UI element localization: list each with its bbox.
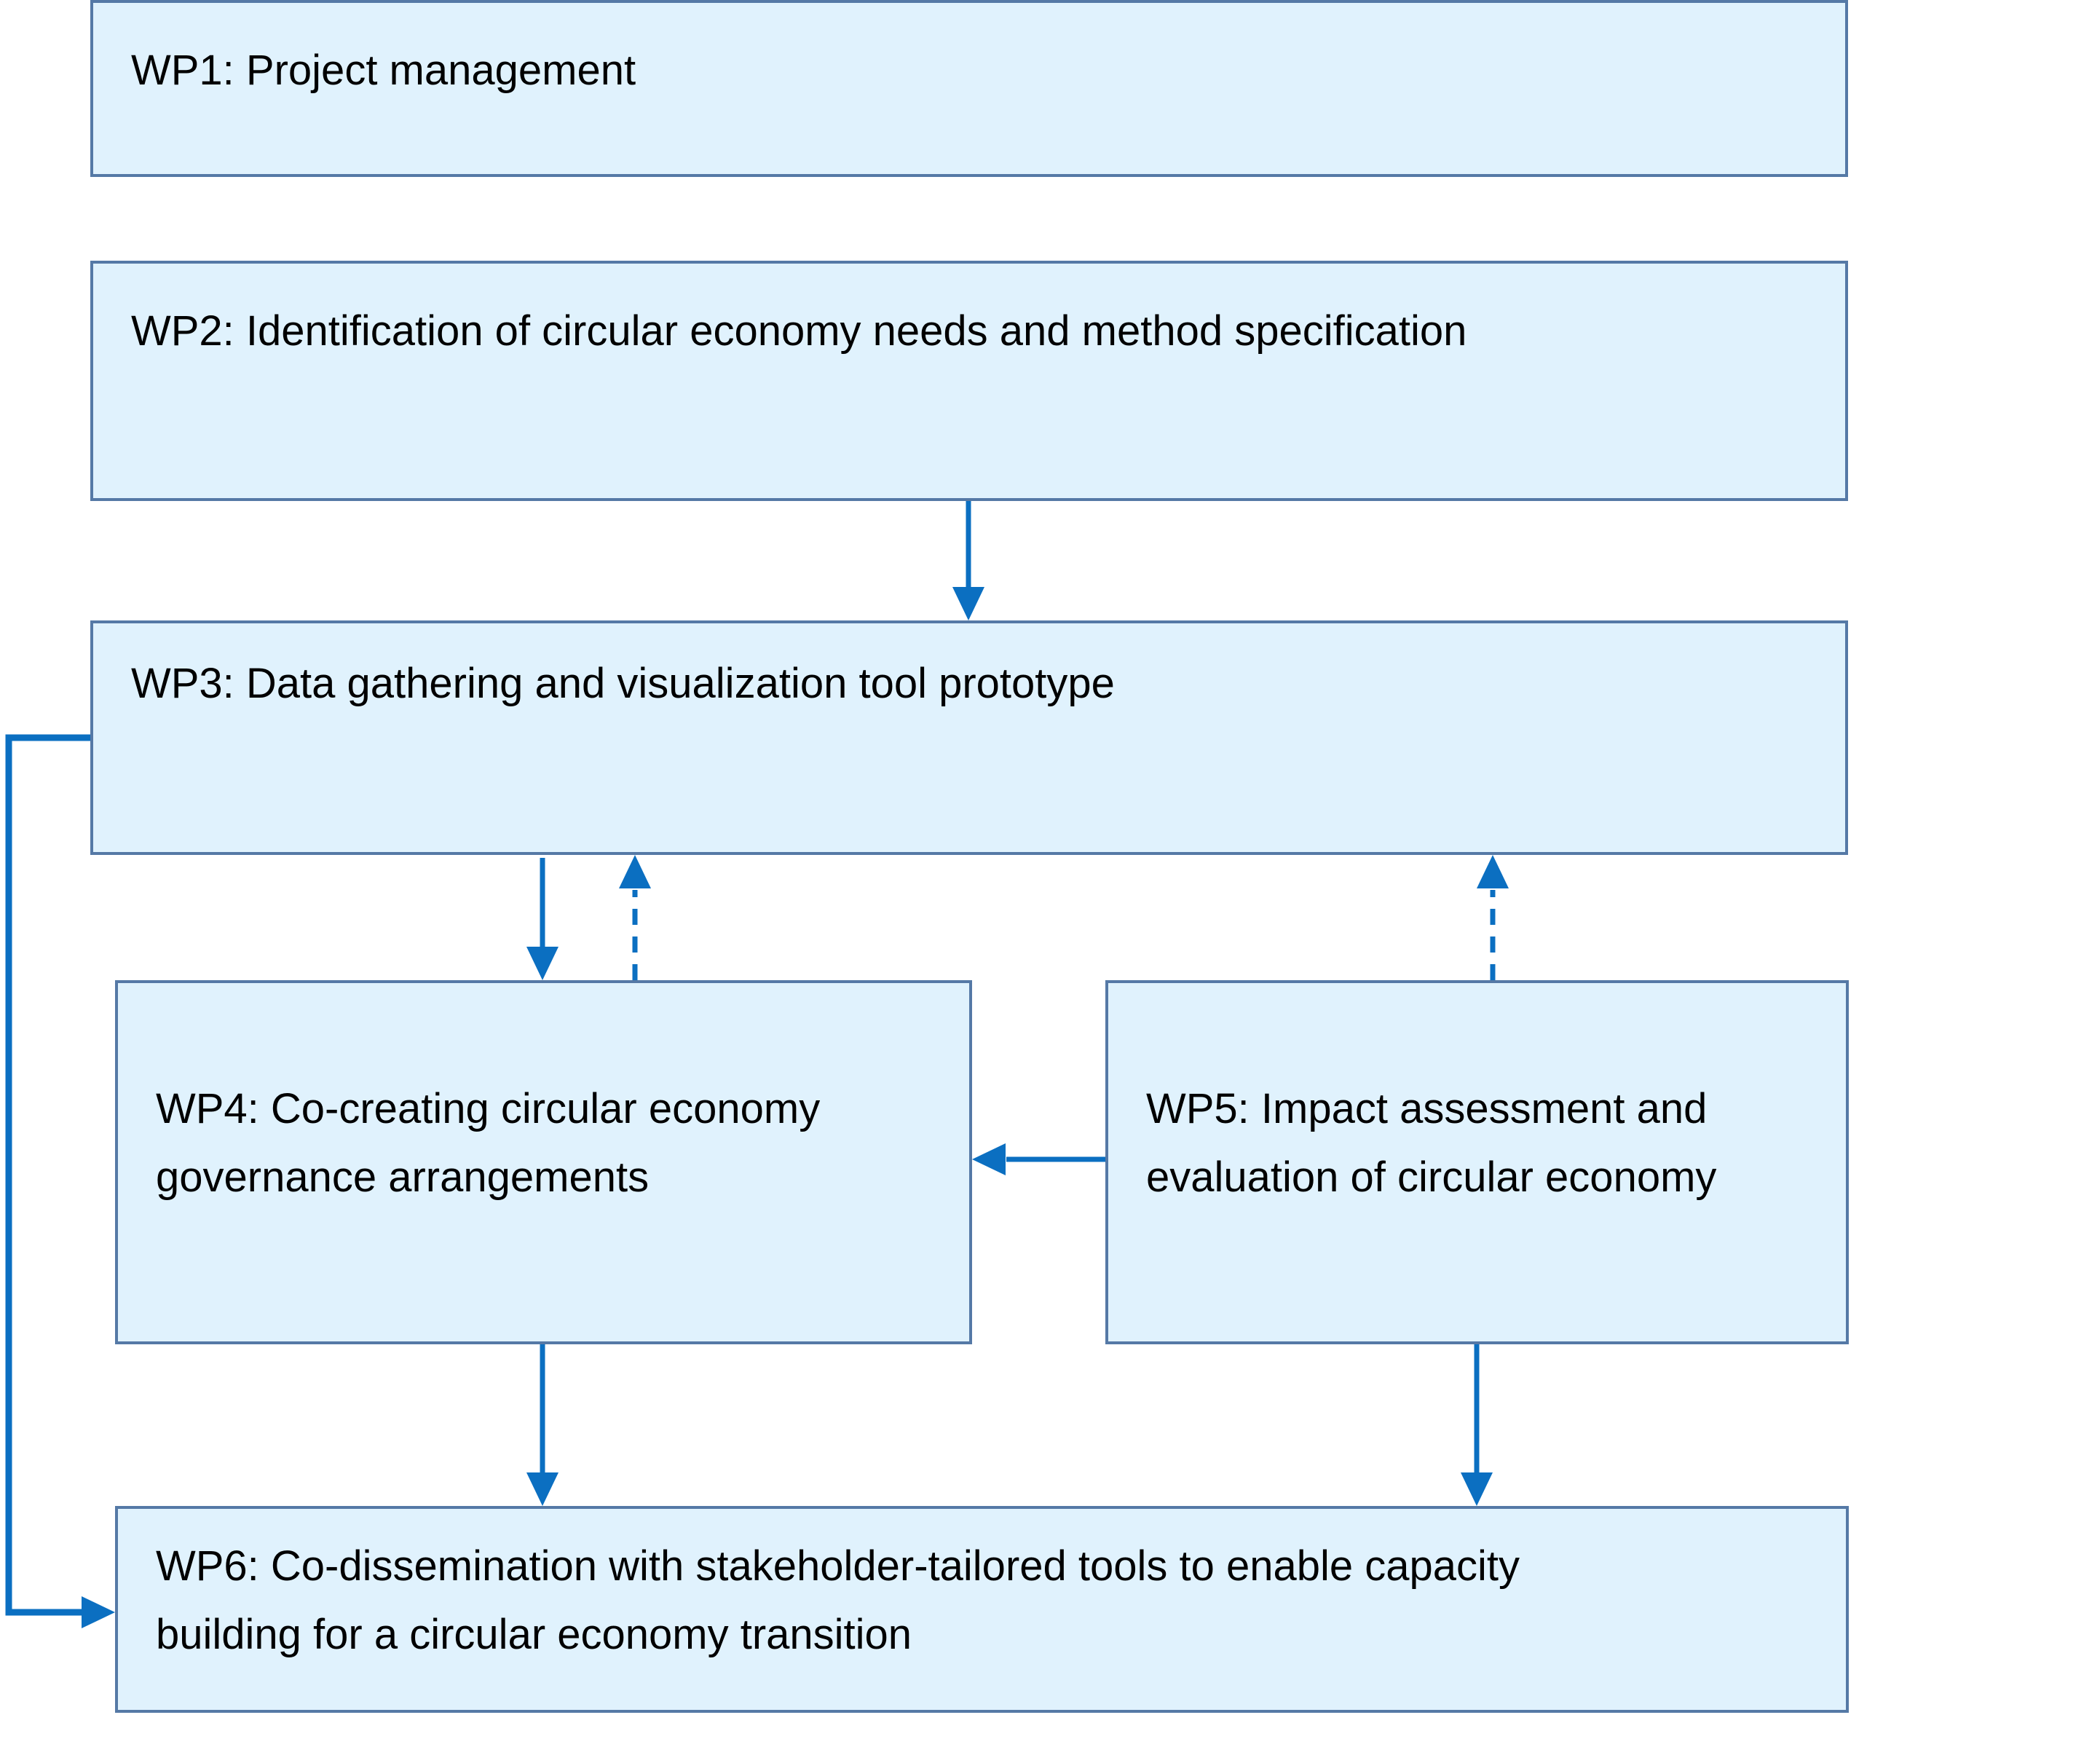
arrowhead-wp3-wp4 — [526, 947, 558, 980]
connector-wp3-wp6 — [5, 734, 90, 1616]
wp2-box: WP2: Identification of circular economy … — [90, 261, 1848, 501]
wp2-label: WP2: Identification of circular economy … — [131, 307, 1467, 355]
arrowhead-wp3-wp6 — [82, 1596, 115, 1628]
wp1-box: WP1: Project management — [90, 0, 1848, 177]
arrowhead-wp2-wp3 — [952, 587, 984, 620]
arrowhead-wp4-wp6 — [526, 1472, 558, 1506]
wp5-box: WP5: Impact assessment and evaluation of… — [1105, 980, 1849, 1344]
arrowhead-wp5-wp3 — [1477, 855, 1509, 888]
wp3-box: WP3: Data gathering and visualization to… — [90, 620, 1848, 855]
arrowhead-wp5-wp6 — [1461, 1472, 1493, 1506]
wp3-label: WP3: Data gathering and visualization to… — [131, 660, 1115, 707]
wp1-label: WP1: Project management — [131, 47, 636, 94]
wp6-box: WP6: Co-dissemination with stakeholder-t… — [115, 1506, 1849, 1713]
wp5-label: WP5: Impact assessment and evaluation of… — [1146, 1085, 1717, 1201]
arrowhead-wp4-wp3 — [619, 855, 651, 888]
wp4-label: WP4: Co-creating circular economy govern… — [156, 1085, 821, 1201]
wp6-label: WP6: Co-dissemination with stakeholder-t… — [156, 1542, 1520, 1658]
wp4-box: WP4: Co-creating circular economy govern… — [115, 980, 972, 1344]
arrowhead-wp5-wp4 — [972, 1143, 1006, 1175]
